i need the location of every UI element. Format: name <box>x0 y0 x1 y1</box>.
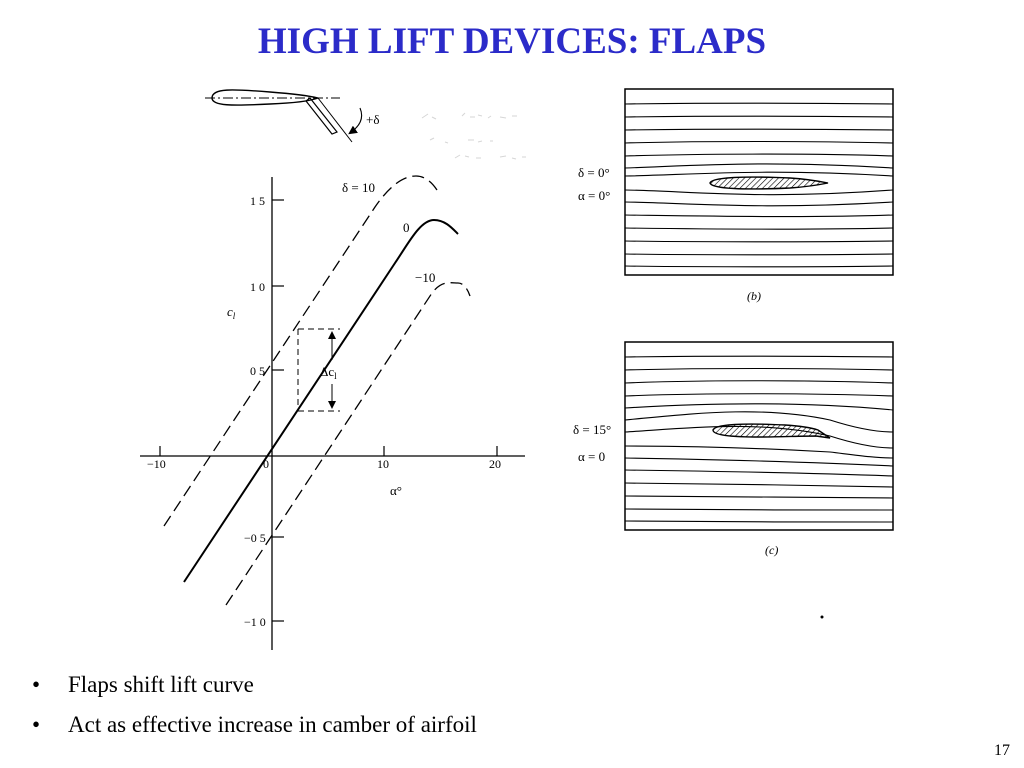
flap-shape <box>305 97 338 135</box>
lift-curve-chart: 1 5 1 0 0 5 −0 5 −1 0 −10 0 10 20 cl α° … <box>140 175 525 650</box>
bullet-item: • Flaps shift lift curve <box>32 668 477 708</box>
deflection-arrow <box>348 107 363 135</box>
flap-line <box>317 97 353 143</box>
bullet-marker: • <box>32 712 41 737</box>
panel-caption: (b) <box>747 289 761 303</box>
flow-panel-c: δ = 15° α = 0 (c) <box>573 341 894 557</box>
deflection-label: +δ <box>366 112 379 127</box>
bullet-item: • Act as effective increase in camber of… <box>32 708 477 748</box>
lift-curve-delta-0 <box>183 218 459 583</box>
curve-label: 0 <box>403 220 410 235</box>
airfoil-shape <box>709 176 829 190</box>
y-tick-label: 1 5 <box>250 194 265 208</box>
scan-dot <box>820 615 824 619</box>
panel-caption: (c) <box>765 543 778 557</box>
bullet-text: Act as effective increase in camber of a… <box>68 712 477 737</box>
x-tick-label: −10 <box>147 457 166 471</box>
y-tick-label: 0 5 <box>250 364 265 378</box>
page-number: 17 <box>994 742 1010 759</box>
lift-curve-delta-minus-10 <box>225 282 471 606</box>
panel-frame <box>624 341 894 531</box>
bullet-list: • Flaps shift lift curve • Act as effect… <box>32 668 477 748</box>
streamlines <box>624 102 894 268</box>
panel-delta-label: δ = 15° <box>573 422 611 437</box>
y-tick-label: −1 0 <box>244 615 266 629</box>
panel-alpha-label: α = 0 <box>578 449 605 464</box>
slide-title: HIGH LIFT DEVICES: FLAPS <box>257 21 767 62</box>
flow-panel-b: δ = 0° α = 0° (b) <box>578 88 894 303</box>
panel-frame <box>624 88 894 276</box>
bullet-marker: • <box>32 672 41 697</box>
x-tick-label: 10 <box>377 457 389 471</box>
scan-artifacts <box>421 112 526 160</box>
x-tick-label: 0 <box>263 457 269 471</box>
airfoil-flap-sketch: +δ <box>205 89 379 143</box>
y-axis-label: cl <box>227 304 236 321</box>
airfoil-with-flap-shape <box>712 423 831 439</box>
lift-curve-delta-10 <box>163 175 438 527</box>
bullet-text: Flaps shift lift curve <box>68 672 254 697</box>
y-tick-label: 1 0 <box>250 280 265 294</box>
curve-label: −10 <box>415 270 435 285</box>
streamlines <box>624 355 894 523</box>
x-tick-label: 20 <box>489 457 501 471</box>
panel-delta-label: δ = 0° <box>578 165 610 180</box>
delta-cl-marker <box>297 328 340 412</box>
delta-cl-label: Δcl <box>320 364 337 381</box>
curve-label: δ = 10 <box>342 180 375 195</box>
x-axis-label: α° <box>390 483 402 498</box>
panel-alpha-label: α = 0° <box>578 188 610 203</box>
y-tick-label: −0 5 <box>244 531 266 545</box>
